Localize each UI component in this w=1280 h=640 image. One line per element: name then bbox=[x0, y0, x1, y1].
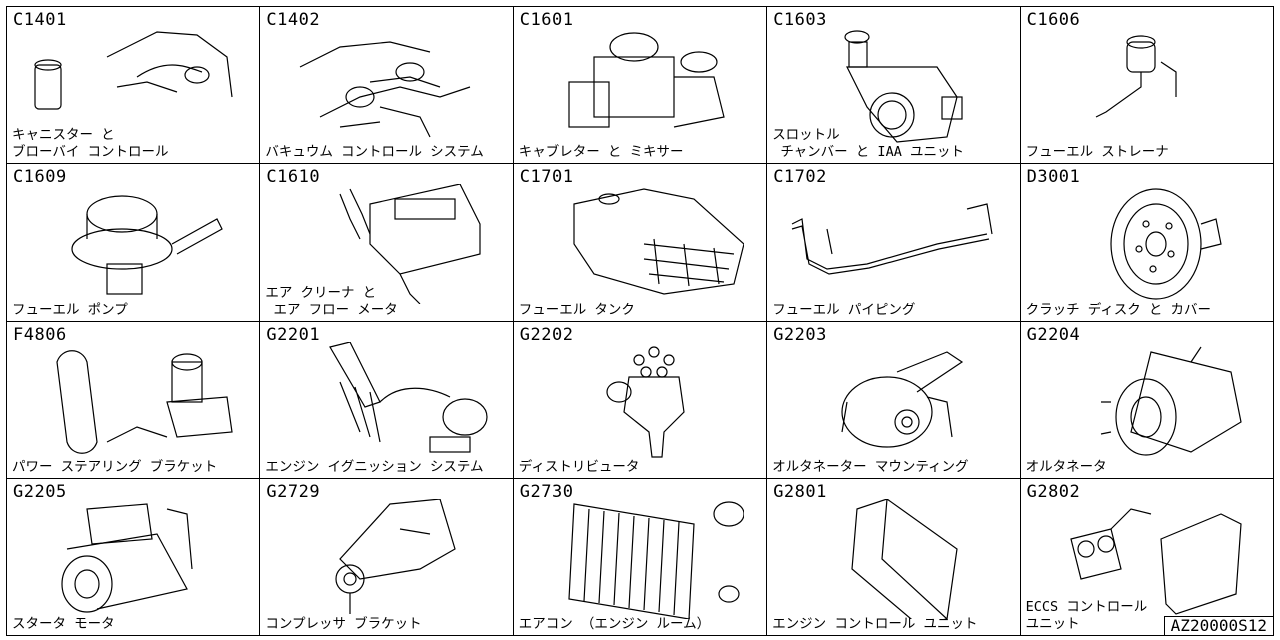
category-label: クラッチ ディスク と カバー bbox=[1025, 301, 1212, 318]
category-label: オルタネーター マウンティング bbox=[772, 458, 969, 475]
category-cell-c1702[interactable]: C1702 フューエル パイピング bbox=[767, 164, 1021, 322]
canister-blowby-icon bbox=[34, 31, 233, 110]
category-label: バキュウム コントロール システム bbox=[265, 144, 484, 161]
category-label: フューエル パイピング bbox=[772, 301, 916, 318]
alternator-icon bbox=[1100, 346, 1242, 456]
category-cell-g2729[interactable]: G2729 コンプレッサ ブラケット bbox=[260, 478, 514, 636]
category-cell-c1401[interactable]: C1401 キャニスター と ブローバイ コントロール bbox=[7, 7, 261, 165]
category-cell-c1603[interactable]: C1603 スロットル チャンバー と IAA ユニット bbox=[767, 7, 1021, 165]
category-label: フューエル ストレーナ bbox=[1025, 144, 1169, 161]
engine-control-unit-icon bbox=[851, 498, 958, 619]
category-cell-c1609[interactable]: C1609 フューエル ポンプ bbox=[7, 164, 261, 322]
category-code: F4806 bbox=[13, 324, 67, 345]
category-cell-c1701[interactable]: C1701 フューエル タンク bbox=[513, 164, 768, 322]
category-cell-g2203[interactable]: G2203 オルタネーター マウンティング bbox=[767, 321, 1021, 479]
category-label: エアコン （エンジン ルーム） bbox=[518, 616, 711, 632]
distributor-icon bbox=[606, 345, 685, 458]
category-code: C1606 bbox=[1026, 10, 1081, 30]
category-label: コンプレッサ ブラケット bbox=[265, 616, 422, 632]
category-cell-g2802[interactable]: G2802 ECCS コントロール ユニット bbox=[1020, 478, 1274, 636]
category-code: G2729 bbox=[266, 481, 321, 502]
category-label: スタータ モータ bbox=[12, 616, 115, 632]
category-cell-f4806[interactable]: F4806 パワー ステアリング ブラケット bbox=[7, 321, 261, 479]
category-label: エンジン コントロール ユニット bbox=[772, 616, 978, 632]
category-label: オルタネータ bbox=[1025, 458, 1107, 475]
category-cell-g2801[interactable]: G2801 エンジン コントロール ユニット bbox=[767, 478, 1021, 636]
category-cell-g2201[interactable]: G2201 エンジン イグニッション システム bbox=[260, 321, 514, 479]
category-code: C1402 bbox=[266, 10, 321, 30]
category-cell-c1606[interactable]: C1606 フューエル ストレーナ bbox=[1020, 7, 1274, 165]
category-code: G2203 bbox=[773, 324, 827, 345]
throttle-chamber-icon bbox=[844, 30, 963, 143]
fuel-tank-icon bbox=[573, 188, 744, 295]
category-cell-c1601[interactable]: C1601 キャブレター と ミキサー bbox=[513, 7, 768, 165]
alternator-mounting-icon bbox=[841, 350, 964, 448]
category-cell-g2730[interactable]: G2730 エアコン （エンジン ルーム） bbox=[513, 478, 768, 636]
category-code: G2730 bbox=[519, 481, 574, 502]
category-label: フューエル ポンプ bbox=[12, 301, 128, 318]
category-code: G2202 bbox=[519, 324, 574, 345]
category-code: G2802 bbox=[1026, 481, 1081, 502]
category-label: ディストリビュータ bbox=[518, 458, 640, 475]
category-label: フューエル タンク bbox=[518, 301, 635, 318]
vacuum-control-icon bbox=[300, 41, 471, 138]
category-code: C1609 bbox=[13, 167, 67, 188]
category-code: C1603 bbox=[773, 10, 827, 30]
category-cell-c1402[interactable]: C1402 バキュウム コントロール システム bbox=[260, 7, 514, 165]
category-label: エンジン イグニッション システム bbox=[265, 458, 484, 475]
category-label: パワー ステアリング ブラケット bbox=[12, 458, 218, 475]
drawing-reference-number: AZ20000S12 bbox=[1163, 616, 1274, 636]
category-label: キャブレター と ミキサー bbox=[518, 144, 684, 161]
clutch-disc-icon bbox=[1109, 188, 1222, 300]
category-code: C1701 bbox=[519, 167, 574, 188]
category-code: C1702 bbox=[773, 167, 827, 188]
starter-motor-icon bbox=[61, 503, 193, 613]
category-code: C1401 bbox=[13, 10, 67, 30]
category-cell-g2204[interactable]: G2204 オルタネータ bbox=[1020, 321, 1274, 479]
carburetor-icon bbox=[568, 32, 725, 128]
aircon-icon bbox=[568, 501, 744, 619]
ignition-system-icon bbox=[329, 341, 488, 453]
category-code: G2205 bbox=[13, 481, 67, 502]
category-cell-g2202[interactable]: G2202 ディストリビュータ bbox=[513, 321, 768, 479]
category-code: D3001 bbox=[1026, 167, 1081, 188]
category-label: ECCS コントロール ユニット bbox=[1025, 599, 1148, 632]
compressor-bracket-icon bbox=[335, 498, 457, 614]
category-label: キャニスター と ブローバイ コントロール bbox=[12, 127, 169, 161]
category-label: エア クリーナ と エア フロー メータ bbox=[265, 284, 398, 318]
fuel-pump-icon bbox=[71, 195, 223, 295]
category-code: G2801 bbox=[773, 481, 827, 502]
category-cell-d3001[interactable]: D3001 クラッチ ディスク と カバー bbox=[1020, 164, 1274, 322]
fuel-strainer-icon bbox=[1095, 35, 1177, 118]
eccs-control-unit-icon bbox=[1069, 508, 1242, 615]
parts-category-grid: C1401 キャニスター と ブローバイ コントロール C1402 バキュウム … bbox=[6, 6, 1274, 636]
air-cleaner-icon bbox=[339, 184, 481, 305]
category-code: G2201 bbox=[266, 324, 321, 345]
category-cell-c1610[interactable]: C1610 エア クリーナ と エア フロー メータ bbox=[260, 164, 514, 322]
category-code: C1610 bbox=[266, 167, 321, 188]
category-label: スロットル チャンバー と IAA ユニット bbox=[772, 127, 964, 161]
power-steering-icon bbox=[56, 349, 233, 454]
category-cell-g2205[interactable]: G2205 スタータ モータ bbox=[7, 478, 261, 636]
category-code: G2204 bbox=[1026, 324, 1081, 345]
fuel-piping-icon bbox=[791, 203, 993, 275]
category-code: C1601 bbox=[519, 10, 574, 30]
